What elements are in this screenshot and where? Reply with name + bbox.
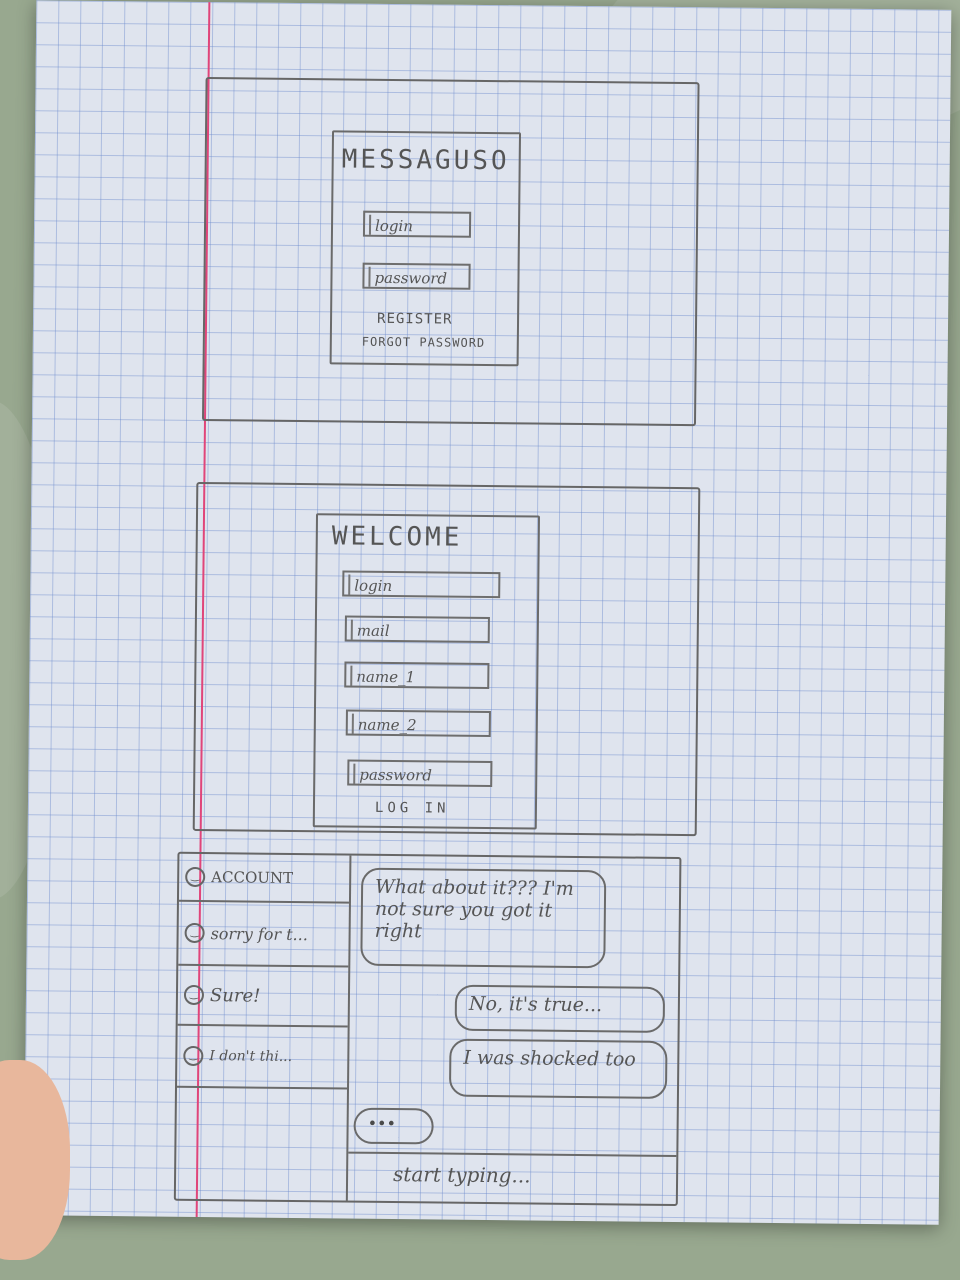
thumb xyxy=(0,1060,70,1260)
register-name1-input[interactable]: name_1 xyxy=(344,661,490,690)
message-input-placeholder: start typing... xyxy=(392,1162,531,1188)
outgoing-message: No, it's true... xyxy=(454,984,666,1033)
register-card: WELCOME login mail name_1 name_2 passwor… xyxy=(312,513,541,830)
register-mail-input[interactable]: mail xyxy=(344,615,490,644)
forgot-password-link[interactable]: FORGOT PASSWORD xyxy=(361,334,486,350)
app-title: MESSAGUSO xyxy=(341,144,510,177)
register-login-input[interactable]: login xyxy=(342,570,501,599)
chat-preview: Sure! xyxy=(209,984,261,1007)
chat-list-item[interactable]: ‿ Sure! xyxy=(177,965,349,1028)
login-screen-frame: MESSAGUSO login password REGISTER FORGOT… xyxy=(201,77,700,427)
register-password-input[interactable]: password xyxy=(347,759,493,788)
contact-smiley-icon: ‿ xyxy=(184,922,205,944)
chat-sidebar: ‿ ACCOUNT ‿ sorry for t... ‿ Sure! ‿ I d… xyxy=(175,853,352,1201)
login-card: MESSAGUSO login password REGISTER FORGOT… xyxy=(329,130,522,367)
chat-screen-frame: ‿ ACCOUNT ‿ sorry for t... ‿ Sure! ‿ I d… xyxy=(173,851,682,1207)
welcome-title: WELCOME xyxy=(331,521,463,553)
chat-preview: sorry for t... xyxy=(210,923,308,944)
notebook-page: MESSAGUSO login password REGISTER FORGOT… xyxy=(23,0,952,1225)
password-input[interactable]: password xyxy=(362,262,471,290)
login-input[interactable]: login xyxy=(362,210,472,238)
register-name2-input[interactable]: name_2 xyxy=(345,709,491,738)
account-label: ACCOUNT xyxy=(211,868,294,887)
chat-preview: I don't thi... xyxy=(209,1048,293,1065)
contact-smiley-icon: ‿ xyxy=(183,1045,204,1067)
message-input[interactable]: start typing... xyxy=(347,1151,677,1203)
chat-list-item[interactable]: ‿ sorry for t... xyxy=(178,901,349,968)
typing-indicator: ••• xyxy=(353,1107,434,1145)
incoming-message: What about it??? I'm not sure you got it… xyxy=(360,867,607,969)
register-screen-frame: WELCOME login mail name_1 name_2 passwor… xyxy=(192,481,701,837)
chat-list-item[interactable]: ‿ I don't thi... xyxy=(177,1025,348,1090)
outgoing-message: I was shocked too xyxy=(448,1038,668,1099)
register-link[interactable]: REGISTER xyxy=(376,310,453,328)
account-smiley-icon: ‿ xyxy=(185,866,206,888)
log-in-button[interactable]: LOG IN xyxy=(374,799,450,817)
contact-smiley-icon: ‿ xyxy=(183,984,205,1006)
account-header[interactable]: ‿ ACCOUNT xyxy=(178,853,350,904)
chat-conversation: What about it??? I'm not sure you got it… xyxy=(347,856,680,1204)
